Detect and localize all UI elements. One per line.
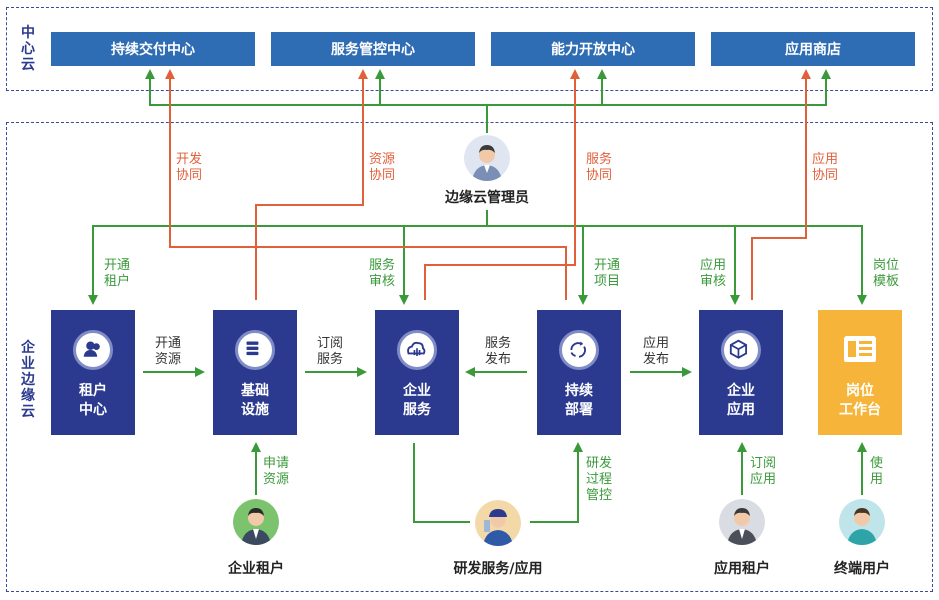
rd-service-name: 研发服务/应用 <box>453 561 543 577</box>
node-tenant-center[interactable]: 租户 中心 <box>51 310 135 435</box>
label-service-publish: 服务发布 <box>485 336 512 367</box>
workstation-icon <box>844 336 876 362</box>
enterprise-tenant-name: 企业租户 <box>228 561 284 577</box>
app-tenant-avatar <box>719 499 765 545</box>
cloud-service-icon <box>397 330 437 370</box>
label-post-template: 岗位模板 <box>873 258 900 289</box>
label-service-collab: 服务协同 <box>586 152 613 183</box>
app-tenant-name: 应用租户 <box>714 561 770 577</box>
label-resource-collab: 资源协同 <box>369 152 396 183</box>
top-box-service-control[interactable]: 服务管控中心 <box>271 32 475 66</box>
label-open-project: 开通项目 <box>594 258 621 289</box>
label-dev-collab: 开发协同 <box>176 152 203 183</box>
node-post-workstation[interactable]: 岗位 工作台 <box>818 310 902 435</box>
node-continuous-deployment[interactable]: 持续 部署 <box>537 310 621 435</box>
label-subscribe-service: 订阅服务 <box>317 336 344 367</box>
label-app-collab: 应用协同 <box>812 152 839 183</box>
admin-avatar <box>464 135 510 181</box>
user-icon <box>73 330 113 370</box>
rd-service-avatar <box>475 500 521 546</box>
center-cloud-label: 中心云 <box>21 25 35 73</box>
top-box-app-store[interactable]: 应用商店 <box>711 32 915 66</box>
center-cloud-frame <box>6 7 933 91</box>
label-apply-resource: 申请资源 <box>263 456 290 487</box>
edge-cloud-frame <box>6 122 933 592</box>
enterprise-tenant-avatar <box>233 499 279 545</box>
top-box-capability-open[interactable]: 能力开放中心 <box>491 32 695 66</box>
node-enterprise-service[interactable]: 企业 服务 <box>375 310 459 435</box>
label-subscribe-app: 订阅应用 <box>750 456 777 487</box>
server-icon <box>235 330 275 370</box>
node-enterprise-app[interactable]: 企业 应用 <box>699 310 783 435</box>
label-open-resource: 开通资源 <box>155 336 182 367</box>
label-open-tenant: 开通租户 <box>104 258 131 289</box>
end-user-name: 终端用户 <box>834 561 890 577</box>
cube-icon <box>721 330 761 370</box>
label-use: 使用 <box>870 456 884 487</box>
admin-name: 边缘云管理员 <box>445 190 529 206</box>
end-user-avatar <box>839 499 885 545</box>
label-app-publish: 应用发布 <box>643 336 670 367</box>
node-infrastructure[interactable]: 基础 设施 <box>213 310 297 435</box>
cycle-icon <box>559 330 599 370</box>
label-app-review: 应用审核 <box>700 258 727 289</box>
top-box-continuous-delivery[interactable]: 持续交付中心 <box>51 32 255 66</box>
label-rd-process-control: 研发过程管控 <box>586 456 613 503</box>
label-service-review: 服务审核 <box>369 258 396 289</box>
edge-cloud-label: 企业边缘云 <box>21 340 35 420</box>
